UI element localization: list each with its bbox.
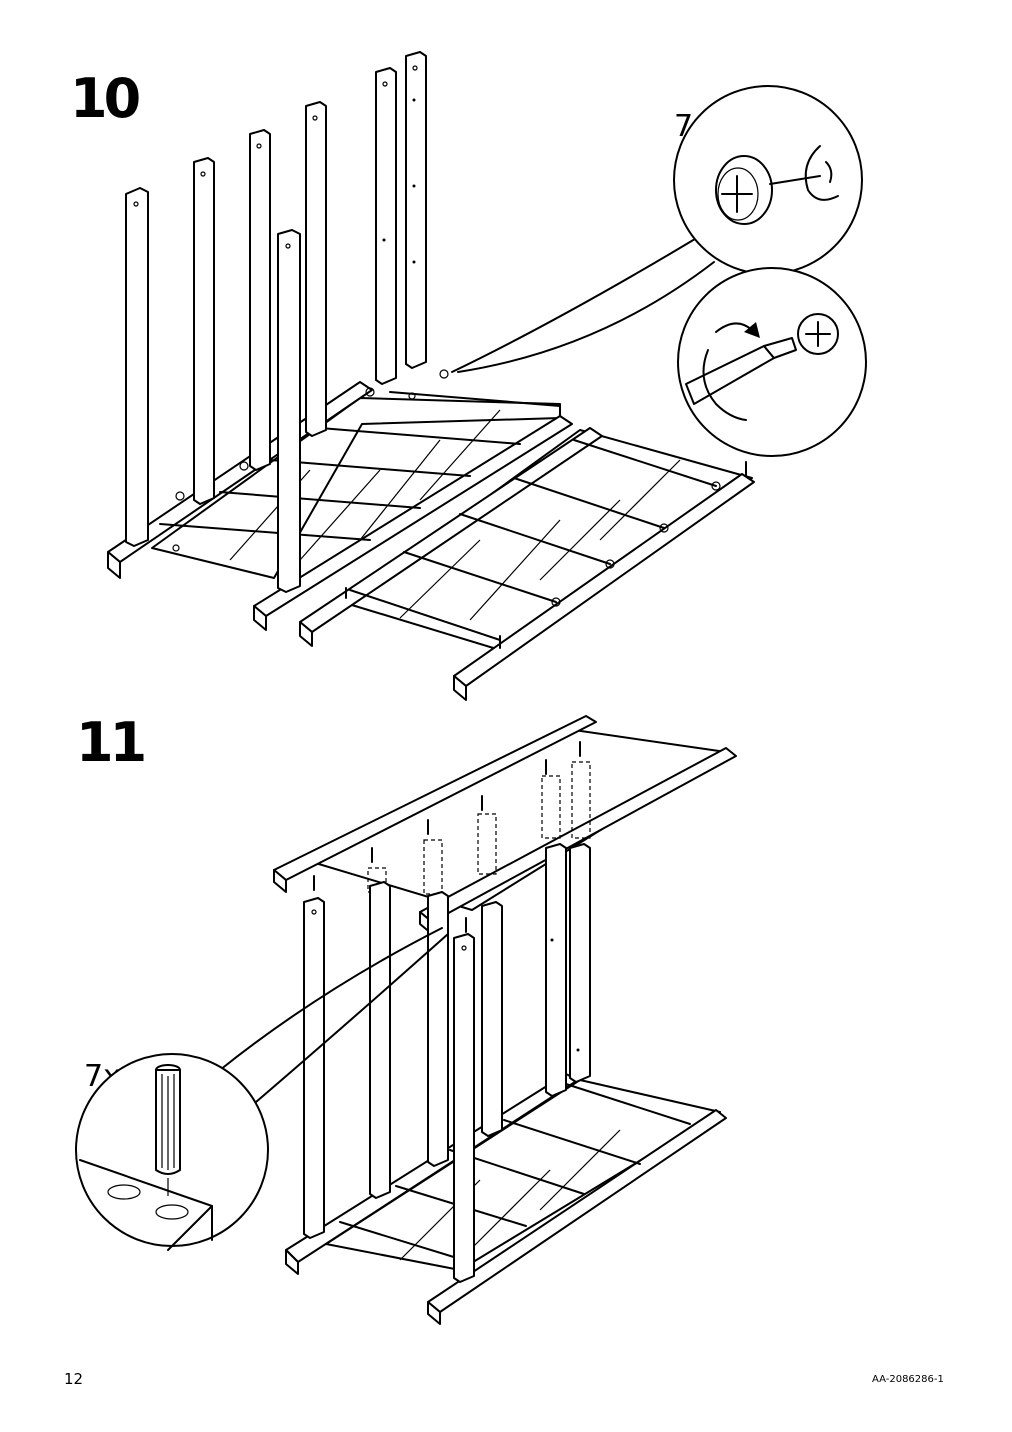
document-code: AA-2086286-1	[872, 1374, 944, 1385]
step-11-number: 11	[76, 711, 147, 774]
step-10-number: 10	[70, 67, 141, 130]
step-10-left-frame	[107, 51, 573, 631]
step-11-illustration	[75, 715, 737, 1325]
page-number: 12	[64, 1370, 84, 1388]
step-10-illustration	[107, 51, 867, 701]
step-11-dowel-callout	[75, 927, 449, 1251]
step-10-screwdriver-callout	[677, 267, 867, 457]
step-11-top-panel	[273, 715, 737, 935]
step-10-right-frame	[299, 427, 755, 701]
step-11-legs	[303, 843, 591, 1283]
step-11-bottom-frame	[285, 1073, 727, 1325]
